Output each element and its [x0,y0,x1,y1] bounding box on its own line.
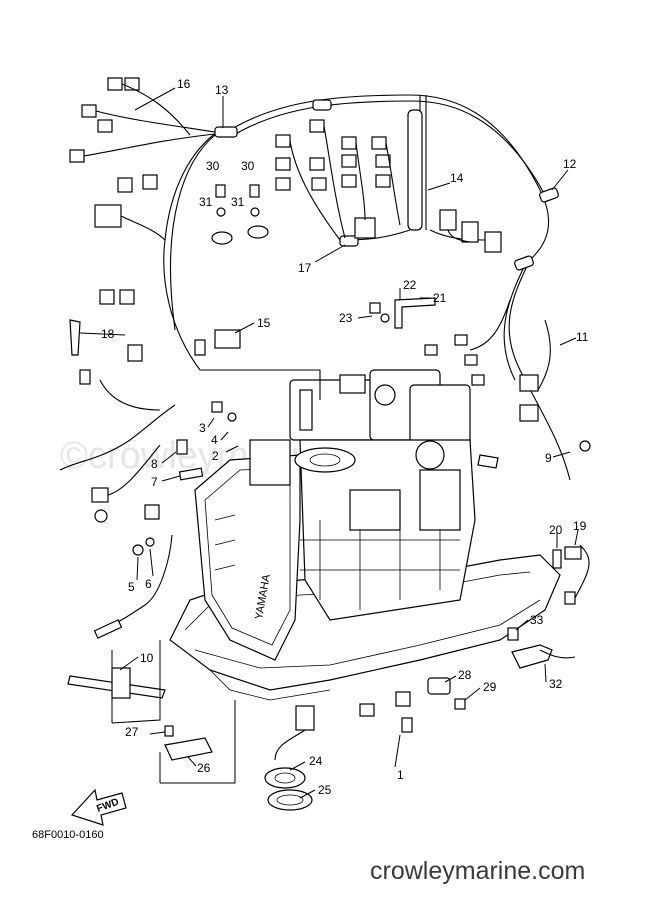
figure-code: 68F0010-0160 [32,829,104,841]
callout-8: 8 [151,457,158,471]
callout-31-a: 31 [199,195,213,209]
leader-lines [79,87,579,799]
callout-1: 1 [397,768,404,782]
callout-6: 6 [145,577,152,591]
callout-4: 4 [211,433,218,447]
callout-14: 14 [450,171,464,185]
callout-17: 17 [298,261,312,275]
callout-27: 27 [125,725,139,739]
callout-31-b: 31 [231,195,245,209]
callout-9: 9 [545,451,552,465]
callout-16: 16 [177,77,191,91]
callout-13: 13 [215,83,229,97]
callout-22: 22 [403,278,417,292]
callout-15: 15 [257,316,271,330]
callouts: 1 2 3 4 5 6 7 8 9 10 11 12 13 14 15 16 1… [101,77,589,797]
callout-30-b: 30 [241,159,255,173]
callout-23: 23 [339,311,353,325]
callout-12: 12 [563,157,577,171]
callout-25: 25 [318,783,332,797]
wiring-harness [163,94,571,481]
callout-30-a: 30 [206,159,220,173]
engine-block [249,369,476,621]
callout-18: 18 [101,327,115,341]
callout-29: 29 [483,680,497,694]
callout-20: 20 [549,523,563,537]
callout-5: 5 [128,580,135,594]
callout-7: 7 [151,475,158,489]
connectors [59,77,590,605]
site-name[interactable]: crowleymarine.com [370,857,585,885]
callout-11: 11 [576,330,589,344]
callout-32: 32 [549,677,563,691]
callout-21: 21 [433,291,447,305]
callout-26: 26 [197,761,211,775]
callout-3: 3 [199,421,206,435]
callout-24: 24 [309,754,323,768]
hardware [67,184,591,811]
callout-10: 10 [140,651,154,665]
callout-2: 2 [212,449,219,463]
callout-33: 33 [530,613,544,627]
callout-28: 28 [458,668,472,682]
fwd-arrow: FWD [70,788,127,826]
callout-19: 19 [573,519,587,533]
